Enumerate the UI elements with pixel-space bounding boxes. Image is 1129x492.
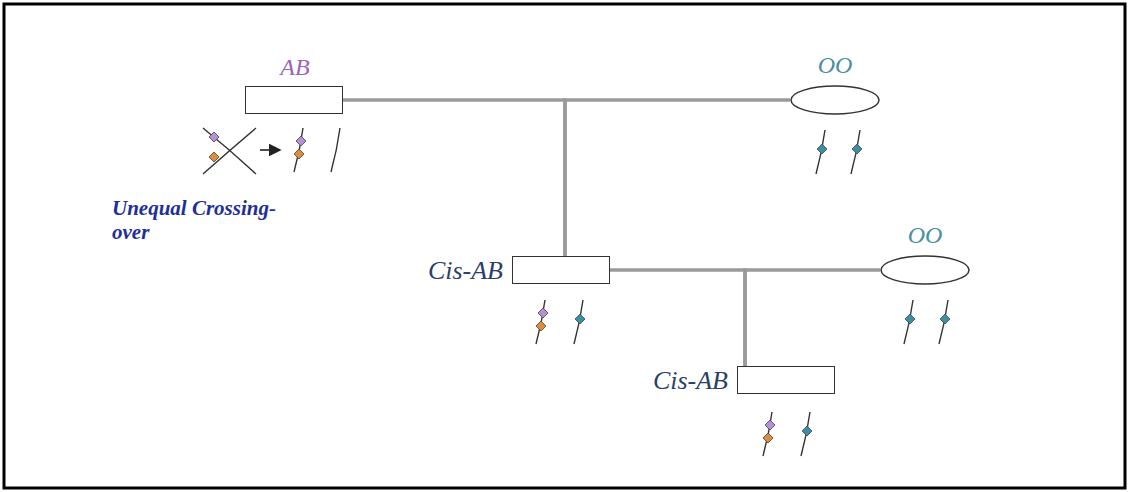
frame: [4, 4, 1125, 488]
genotype-label: Cis-AB: [653, 368, 728, 394]
male-square: Cis-AB: [737, 366, 835, 394]
chromosome-pair: [536, 300, 585, 344]
circle-outline: [790, 85, 880, 115]
genotype-label: OO: [908, 223, 943, 247]
female-circle: OO: [880, 255, 970, 285]
male-square: AB: [245, 86, 343, 114]
genotype-label: OO: [818, 53, 853, 77]
circle-outline: [880, 255, 970, 285]
male-square: Cis-AB: [512, 256, 610, 284]
descent-line: [565, 100, 790, 256]
genotype-label: Cis-AB: [428, 258, 503, 284]
chromosome-pair: [816, 130, 862, 174]
descent-line: [343, 100, 565, 256]
crossing-over-figure: [203, 128, 340, 174]
chromosome-pair: [763, 412, 812, 456]
chromosome-pair: [904, 300, 950, 344]
process-note: Unequal Crossing-over: [112, 196, 287, 244]
descent-line: [745, 270, 880, 366]
descent-line: [610, 270, 745, 366]
genotype-label: AB: [280, 55, 309, 79]
female-circle: OO: [790, 85, 880, 115]
